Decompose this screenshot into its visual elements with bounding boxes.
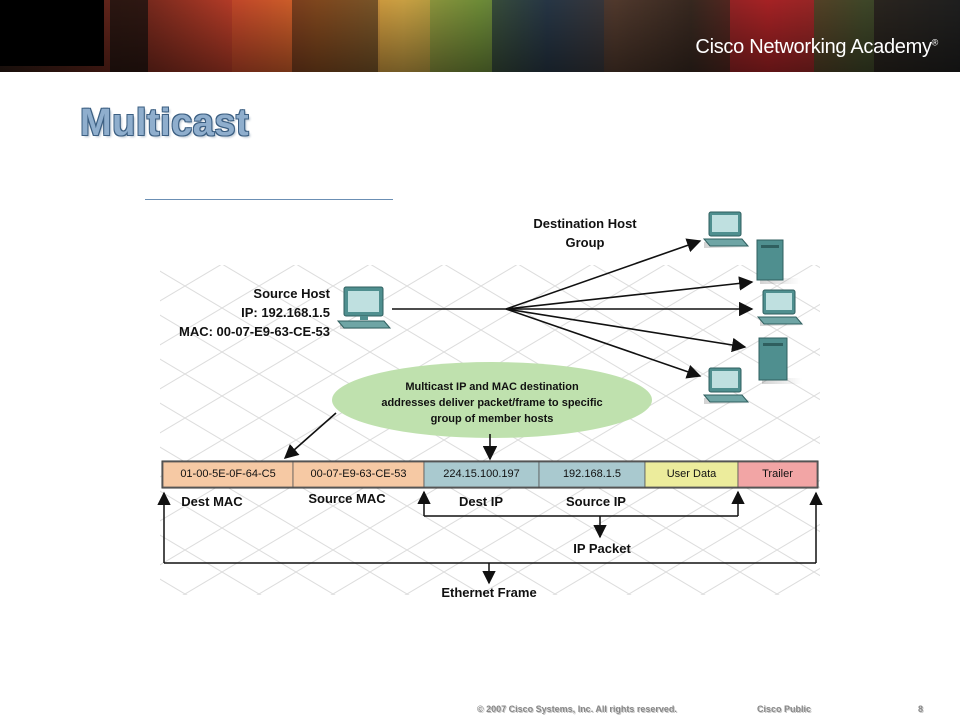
frame-cell-trailer <box>737 461 818 488</box>
destination-computer-icon <box>756 289 806 326</box>
frame-cell-dest-ip-text: 224.15.100.197 <box>443 468 519 480</box>
frame-cell-source-mac <box>292 461 425 488</box>
slide-title: Multicast <box>80 102 250 144</box>
footer-copyright: © 2007 Cisco Systems, Inc. All rights re… <box>477 704 677 714</box>
frame-cell-source-ip <box>538 461 646 488</box>
label-ip-packet: IP Packet <box>573 541 631 556</box>
callout-line-3: group of member hosts <box>431 413 554 425</box>
frame-cell-user-data-text: User Data <box>667 468 717 480</box>
fan-arrow-4 <box>505 308 747 353</box>
frame-cell-source-ip-text: 192.168.1.5 <box>563 468 621 480</box>
destination-group-label-line1: Destination Host <box>533 216 637 231</box>
source-host-computer-icon <box>336 286 395 329</box>
source-host-label: Source Host <box>253 286 330 301</box>
ip-packet-bracket <box>417 490 745 539</box>
callout-line-1: Multicast IP and MAC destination <box>405 381 579 393</box>
footer-classification: Cisco Public <box>757 704 812 714</box>
callout-ellipse <box>332 362 652 438</box>
source-host-ip: IP: 192.168.1.5 <box>241 305 330 320</box>
frame-cell-trailer-text: Trailer <box>762 468 793 480</box>
banner-photo-strip <box>0 0 960 72</box>
frame-cell-dest-ip <box>423 461 540 488</box>
frame-cell-dest-mac-text: 01-00-5E-0F-64-C5 <box>180 468 275 480</box>
brand-logo-text: Cisco Networking Academy® <box>695 36 938 58</box>
fan-arrow-5 <box>505 308 702 379</box>
destination-group-label-line2: Group <box>566 235 605 250</box>
label-dest-ip: Dest IP <box>459 494 503 509</box>
fan-arrow-2 <box>505 276 754 310</box>
header-banner: Cisco Networking Academy® <box>0 0 960 72</box>
label-dest-mac: Dest MAC <box>181 494 243 509</box>
destination-server-icon <box>758 337 802 384</box>
destination-computer-icon <box>702 211 750 248</box>
label-ethernet-frame: Ethernet Frame <box>441 585 536 600</box>
callout-arrow-to-dest-mac <box>283 412 337 459</box>
destination-server-icon <box>756 239 800 284</box>
frame-cell-dest-mac <box>162 461 294 488</box>
label-source-mac: Source MAC <box>308 491 386 506</box>
callout-line-2: addresses deliver packet/frame to specif… <box>381 397 602 409</box>
destination-computer-icon <box>702 367 750 404</box>
ethernet-frame-bracket <box>157 491 823 585</box>
footer-page-number: 8 <box>918 704 924 714</box>
fan-arrow-1 <box>505 238 702 310</box>
source-host-mac: MAC: 00-07-E9-63-CE-53 <box>179 324 330 339</box>
label-source-ip: Source IP <box>566 494 626 509</box>
frame-cell-source-mac-text: 00-07-E9-63-CE-53 <box>311 468 407 480</box>
frame-cell-user-data <box>644 461 739 488</box>
title-underline <box>145 199 393 200</box>
